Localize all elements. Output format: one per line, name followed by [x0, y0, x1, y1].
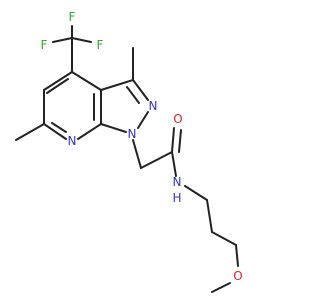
atom-n-amide: N — [173, 175, 182, 189]
atom-o-ether: O — [233, 269, 242, 283]
bond-c4-c5-double — [46, 78, 69, 94]
bond-co-nh — [171, 151, 177, 177]
bond-n1-c7a — [100, 123, 127, 133]
bond-c6-n7 — [43, 123, 67, 140]
bond-ch2-ch2 — [206, 199, 213, 233]
bond-n1-ch2 — [132, 139, 142, 169]
atom-f-right: F — [97, 38, 104, 52]
bond-co-o — [171, 127, 175, 153]
bond-c3a-c3 — [100, 79, 134, 91]
bond-ch2-ch2b — [211, 231, 237, 246]
bond-c4-c5 — [43, 71, 73, 91]
molecule-structure: F F F N N N O N H O — [15, 10, 243, 293]
atom-n-pyridine: N — [68, 134, 77, 148]
bond-n7-c7a — [77, 123, 102, 140]
bond-co-o-double — [178, 129, 182, 153]
bond-cf3-f-right — [71, 37, 92, 43]
bond-ch2-co — [140, 151, 173, 169]
bond-o-methyl — [211, 282, 231, 293]
bond-c3-n2-double — [126, 86, 140, 104]
atom-n-pyrazole-1: N — [128, 127, 137, 141]
bond-c3a-c4 — [71, 71, 102, 91]
atom-h-amide: H — [172, 191, 181, 205]
atom-o-carbonyl: O — [173, 112, 182, 126]
bond-c6-methyl — [15, 123, 45, 141]
bond-cf3-f-left — [52, 37, 73, 43]
bond-nh-ch2 — [184, 185, 208, 201]
bond-c6-n7-double — [51, 122, 67, 133]
atom-f-top: F — [69, 10, 76, 24]
bond-ch2-o — [235, 244, 239, 267]
bond-group — [15, 25, 239, 293]
bond-c3-n2 — [132, 79, 149, 101]
atom-n-pyrazole-2: N — [149, 99, 158, 113]
bond-n2-n1 — [137, 111, 149, 129]
atom-labels: F F F N N N O N H O — [41, 10, 243, 283]
atom-f-left: F — [41, 38, 48, 52]
